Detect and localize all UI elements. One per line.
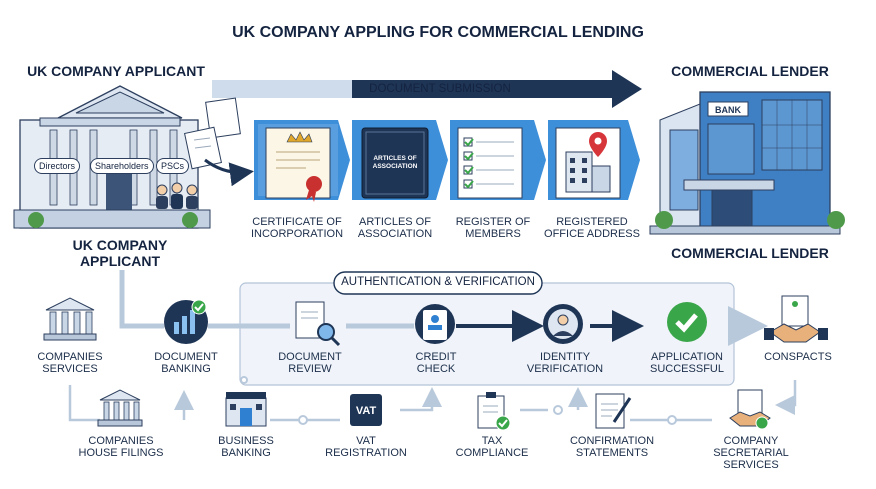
middle-label-document-banking: DOCUMENT BANKING [154, 351, 218, 375]
chip-pscs: PSCs [156, 158, 190, 174]
connector-dots [240, 376, 677, 425]
middle-label-conspacts: CONSPACTS [764, 351, 832, 363]
step-label-document-review: DOCUMENT REVIEW [278, 351, 342, 375]
people-icon [156, 182, 198, 209]
bank-branch-icon [225, 392, 267, 427]
doc-label-articles: ARTICLES OF ASSOCIATION [357, 216, 433, 240]
secretarial-handshake-icon [729, 389, 771, 430]
certificate-icon [265, 127, 331, 202]
svg-text:ARTICLES OF: ARTICLES OF [373, 155, 416, 162]
verification-pill [333, 271, 543, 295]
document-submission-arrow [212, 70, 642, 108]
paper-stack-icon [183, 97, 241, 170]
vat-badge: VAT [356, 405, 377, 417]
checklist-icon [457, 127, 523, 199]
tax-clipboard-icon [477, 392, 511, 431]
bottom-label-company-secretarial: COMPANY SECRETARIAL SERVICES [713, 435, 789, 471]
step-label-identity-verification: IDENTITY VERIFICATION [526, 351, 604, 375]
handshake-icon [764, 295, 828, 343]
government-building-icon [43, 297, 97, 341]
doc-label-register: REGISTER OF MEMBERS [455, 216, 531, 240]
bottom-label-business-banking: BUSINESS BANKING [218, 435, 274, 459]
confirmation-doc-icon [595, 393, 632, 429]
doc-label-certificate: CERTIFICATE OF INCORPORATION [250, 216, 344, 240]
office-location-icon [555, 127, 621, 199]
lender-label: COMMERCIAL LENDER [671, 245, 829, 261]
bank-building-icon [649, 91, 845, 235]
submission-curve-arrow [204, 158, 254, 187]
bank-sign: BANK [715, 105, 741, 115]
applicant-heading: UK COMPANY APPLICANT [27, 63, 205, 79]
bottom-label-tax-compliance: TAX COMPLIANCE [455, 435, 529, 459]
middle-label-companies-services: COMPANIES SERVICES [37, 351, 103, 375]
document-submission-label: DOCUMENT SUBMISSION [369, 83, 511, 95]
bottom-label-vat-registration: VAT REGISTRATION [325, 435, 407, 459]
bottom-label-confirmation-statements: CONFIRMATION STATEMENTS [569, 435, 655, 459]
chip-shareholders: Shareholders [90, 158, 154, 174]
articles-book-icon [361, 127, 429, 199]
vat-icon [350, 394, 382, 426]
chip-directors: Directors [34, 158, 81, 174]
verification-label: AUTHENTICATION & VERIFICATION [341, 276, 535, 288]
lender-heading: COMMERCIAL LENDER [671, 63, 829, 79]
document-review-icon [295, 301, 341, 347]
person-icon [543, 304, 583, 344]
bottom-label-companies-house: COMPANIES HOUSE FILINGS [78, 435, 164, 459]
step-label-application-successful: APPLICATION SUCCESSFUL [650, 351, 724, 375]
check-circle-icon [667, 302, 707, 342]
page-title: UK COMPANY APPLING FOR COMMERCIAL LENDIN… [232, 24, 644, 41]
id-card-icon [415, 304, 455, 344]
growth-chart-icon [164, 299, 208, 344]
connector-lines [68, 270, 797, 422]
step-label-credit-check: CREDIT CHECK [415, 351, 457, 375]
government-building-icon [97, 389, 143, 427]
applicant-label: UK COMPANY APPLICANT [72, 237, 168, 269]
svg-text:ASSOCIATION: ASSOCIATION [373, 163, 418, 170]
doc-label-office: REGISTERED OFFICE ADDRESS [544, 216, 640, 240]
